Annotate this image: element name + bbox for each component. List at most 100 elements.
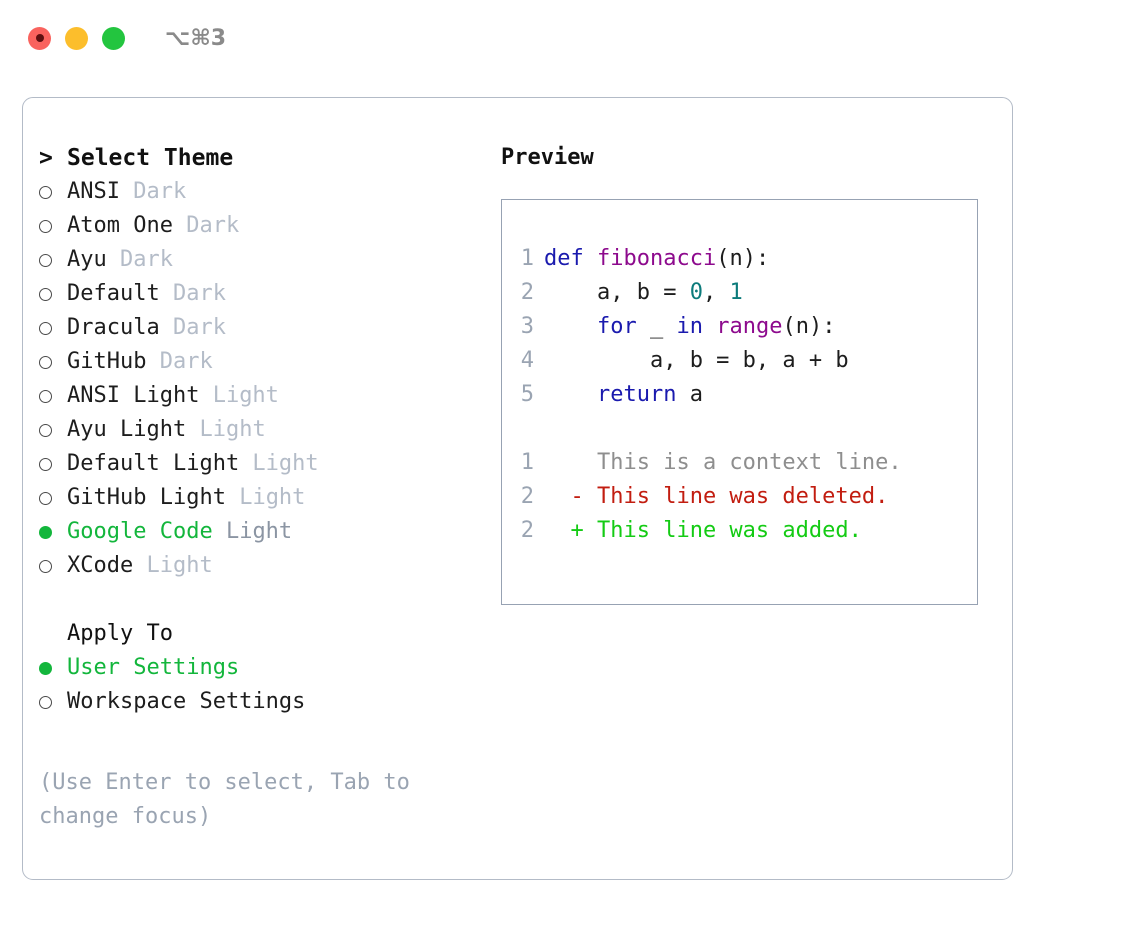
diff-line-del: 2 - This line was deleted. <box>502 480 977 514</box>
theme-option-default-light[interactable]: Default Light Light <box>39 447 469 481</box>
theme-option-label: Default <box>67 281 160 306</box>
theme-option-label: ANSI Light <box>67 383 200 408</box>
radio-cell <box>39 345 67 379</box>
theme-option-label: GitHub Light <box>67 485 226 510</box>
diff-line-number: 2 <box>520 484 534 509</box>
select-theme-heading: > Select Theme <box>39 141 469 175</box>
code-token-pl: _ <box>636 314 677 339</box>
select-theme-title: Select Theme <box>67 145 234 171</box>
diff-line-content: This is a context line. <box>596 450 902 475</box>
radio-unselected-icon <box>39 287 52 301</box>
code-diff-spacer <box>502 412 977 446</box>
radio-cell <box>39 311 67 345</box>
keyboard-shortcut-label: ⌥⌘3 <box>165 25 227 51</box>
radio-cell <box>39 413 67 447</box>
code-token-fn: range <box>716 314 783 339</box>
radio-unselected-icon <box>39 321 52 335</box>
code-line-text: a, b = 0, 1 <box>544 276 743 310</box>
theme-option-ayu[interactable]: Ayu Dark <box>39 243 469 277</box>
radio-cell <box>39 651 67 685</box>
theme-option-xcode[interactable]: XCode Light <box>39 549 469 583</box>
radio-cell <box>39 447 67 481</box>
theme-option-label: Ayu <box>67 247 107 272</box>
traffic-light-group <box>28 26 125 50</box>
radio-unselected-icon <box>39 491 52 505</box>
code-token-kw: return <box>596 382 677 407</box>
radio-unselected-icon <box>39 423 52 437</box>
radio-selected-icon <box>39 525 52 539</box>
close-button[interactable] <box>28 26 51 50</box>
theme-option-label: Ayu Light <box>67 417 187 442</box>
radio-cell <box>39 243 67 277</box>
code-token-pl <box>544 314 597 339</box>
code-token-pl: a <box>676 382 703 407</box>
recording-dot-icon <box>35 34 44 42</box>
radio-selected-icon <box>39 661 52 675</box>
radio-unselected-icon <box>39 389 52 403</box>
theme-option-variant: Dark <box>106 247 173 272</box>
code-line-number: 4 <box>520 348 534 373</box>
code-line-number: 1 <box>520 246 534 271</box>
preview-title: Preview <box>501 145 594 170</box>
radio-cell <box>39 209 67 243</box>
maximize-button[interactable] <box>102 26 125 50</box>
theme-option-variant: Dark <box>172 213 240 238</box>
diff-line-add: 2 + This line was added. <box>502 514 977 548</box>
theme-option-variant: Light <box>199 383 279 408</box>
theme-option-dracula[interactable]: Dracula Dark <box>39 311 469 345</box>
apply-to-option-user-settings[interactable]: User Settings <box>39 651 469 685</box>
code-line: 5 return a <box>502 378 977 412</box>
theme-option-github-light[interactable]: GitHub Light Light <box>39 481 469 515</box>
theme-option-label: GitHub <box>67 349 147 374</box>
radio-cell <box>39 515 67 549</box>
code-token-kw: in <box>676 314 703 339</box>
diff-line-text: - This line was deleted. <box>544 480 888 514</box>
theme-option-label: XCode <box>67 553 134 578</box>
diff-marker <box>544 450 597 475</box>
code-line: 3 for _ in range(n): <box>502 310 977 344</box>
radio-cell <box>39 379 67 413</box>
theme-option-variant: Light <box>133 553 213 578</box>
radio-cell <box>39 175 67 209</box>
diff-line-number: 2 <box>520 518 534 543</box>
theme-option-variant: Light <box>186 417 266 442</box>
code-line-text: return a <box>544 378 703 412</box>
theme-option-variant: Dark <box>146 349 213 374</box>
theme-option-label: Atom One <box>67 213 173 238</box>
radio-unselected-icon <box>39 185 52 199</box>
code-line-number: 5 <box>520 382 534 407</box>
keyboard-hint-text: (Use Enter to select, Tab to change focu… <box>39 770 424 829</box>
code-line: 1 def fibonacci(n): <box>502 242 977 276</box>
radio-cell <box>39 277 67 311</box>
code-line-text: def fibonacci(n): <box>544 242 769 276</box>
theme-option-atom-one[interactable]: Atom One Dark <box>39 209 469 243</box>
theme-option-variant: Dark <box>119 179 187 204</box>
theme-option-default[interactable]: Default Dark <box>39 277 469 311</box>
code-line-text: for _ in range(n): <box>544 310 835 344</box>
radio-cell <box>39 549 67 583</box>
theme-option-google-code[interactable]: Google Code Light <box>39 515 469 549</box>
diff-line-text: + This line was added. <box>544 514 861 548</box>
code-token-pl: (n): <box>782 314 836 339</box>
theme-option-ansi[interactable]: ANSI Dark <box>39 175 469 209</box>
code-token-fn: fibonacci <box>596 246 717 271</box>
apply-to-heading: Apply To <box>39 617 469 651</box>
code-line-text: a, b = b, a + b <box>544 344 849 378</box>
apply-to-option-label: Workspace Settings <box>67 689 306 714</box>
minimize-button[interactable] <box>65 26 88 50</box>
theme-option-variant: Light <box>239 451 319 476</box>
theme-option-ansi-light[interactable]: ANSI Light Light <box>39 379 469 413</box>
code-line-number: 3 <box>520 314 534 339</box>
apply-to-option-label: User Settings <box>67 655 240 680</box>
theme-option-github[interactable]: GitHub Dark <box>39 345 469 379</box>
code-token-pl: , <box>702 280 730 305</box>
apply-to-option-workspace-settings[interactable]: Workspace Settings <box>39 685 469 719</box>
theme-option-ayu-light[interactable]: Ayu Light Light <box>39 413 469 447</box>
radio-unselected-icon <box>39 559 52 573</box>
